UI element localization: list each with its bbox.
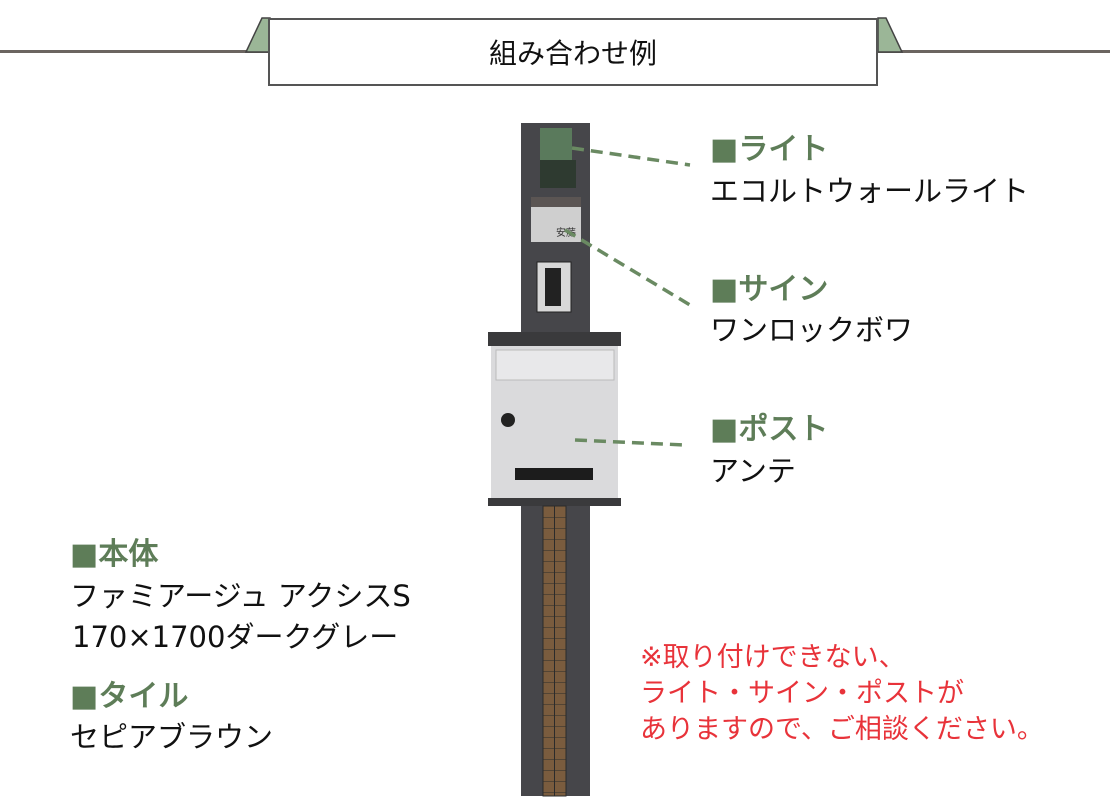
note-line-1: ※取り付けできない、 xyxy=(640,642,906,673)
light-label: ■ライト xyxy=(710,132,829,167)
light-fixture xyxy=(540,128,576,188)
sign-label: ■サイン xyxy=(710,272,829,307)
page-title: 組み合わせ例 xyxy=(268,18,878,86)
tile-value: セピアブラウン xyxy=(70,720,274,754)
note-line-3: ありますので、ご相談ください。 xyxy=(640,714,1044,745)
body-line-1: ファミアージュ アクシスS xyxy=(70,579,411,613)
mailbox-lock-knob xyxy=(501,413,515,427)
installation-note: ※取り付けできない、 ライト・サイン・ポストが ありますので、ご相談ください。 xyxy=(640,640,1044,748)
callout-leaders xyxy=(564,146,691,447)
tile-label: ■タイル xyxy=(70,679,189,714)
intercom xyxy=(536,261,572,313)
body-label: ■本体 xyxy=(70,537,159,572)
note-line-2: ライト・サイン・ポストが xyxy=(640,678,964,709)
post-value: アンテ xyxy=(710,454,796,488)
body-line-2: 170×1700ダークグレー xyxy=(72,620,399,654)
post-label: ■ポスト xyxy=(710,412,829,447)
sign-value: ワンロックボワ xyxy=(710,313,914,347)
page-title-text: 組み合わせ例 xyxy=(488,37,657,70)
light-value: エコルトウォールライト xyxy=(710,174,1030,208)
post-lid xyxy=(488,332,621,346)
